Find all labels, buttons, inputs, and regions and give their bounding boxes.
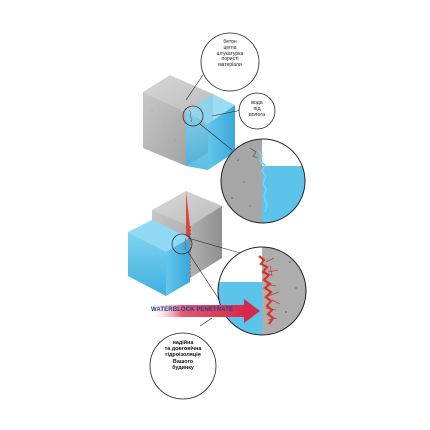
result-line: та довговічна xyxy=(164,346,202,353)
crystal-growth-icon xyxy=(217,246,307,336)
bottom-water-body xyxy=(128,220,190,296)
arrow-right-icon xyxy=(148,299,260,323)
crack-detail-icon xyxy=(220,138,306,224)
result-line: надійна xyxy=(172,340,194,346)
result-line: Вашого xyxy=(172,358,194,365)
result-line: гідроізоляція xyxy=(165,352,201,359)
magnifier-circle-icon xyxy=(182,105,204,127)
materials-line: штукатурка xyxy=(216,50,244,57)
bottom-leader-lines xyxy=(187,237,241,305)
materials-line: пористі xyxy=(221,56,239,63)
product-name-label: WATERBLOCK PENETRATE xyxy=(151,307,234,313)
materials-line: цегла xyxy=(223,44,237,51)
result-callout-bubble xyxy=(149,317,217,400)
water-line: волога xyxy=(248,111,266,118)
water-line: вода xyxy=(251,100,263,106)
water-line: під xyxy=(253,105,261,112)
result-callout-text: надійна та довговічна гідроізоляція Вашо… xyxy=(154,340,212,371)
water-callout-text: вода під волога xyxy=(240,100,274,119)
callout-leader-lines xyxy=(185,74,243,151)
magnifier-circle-icon xyxy=(171,233,193,255)
materials-line: матеріали xyxy=(218,62,242,68)
materials-callout-bubble xyxy=(200,32,260,92)
top-water-body xyxy=(186,94,235,170)
water-callout-bubble xyxy=(238,92,276,130)
materials-callout-text: бетон цегла штукатурка пористі матеріали xyxy=(206,39,254,69)
materials-line: бетон xyxy=(223,39,237,45)
result-line: будинку xyxy=(172,364,194,371)
